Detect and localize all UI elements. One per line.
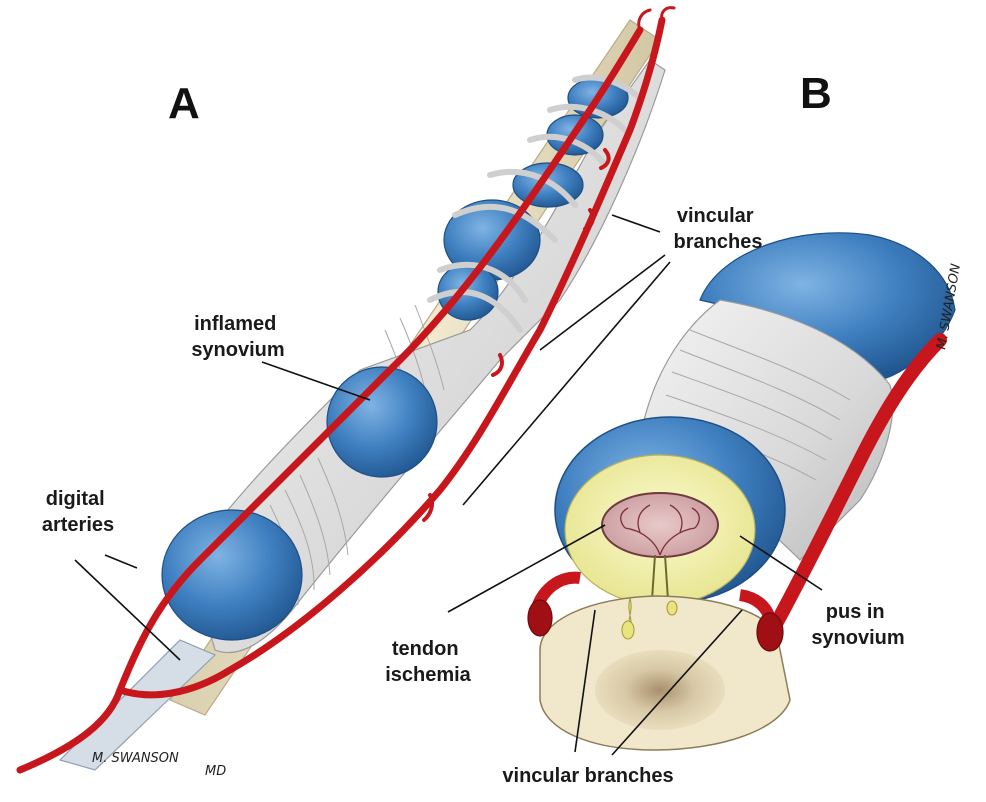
panel-label-b: B — [800, 69, 832, 118]
label-pus-line2: synovium — [811, 627, 904, 649]
panel-a-finger — [16, 6, 676, 774]
tendon-core — [601, 492, 719, 558]
label-digital-line2: arteries — [42, 514, 114, 536]
label-tendon-line1: tendon — [392, 638, 459, 660]
sheath-cylinder-folds — [659, 329, 851, 481]
artist-signature: M. SWANSON — [92, 751, 179, 766]
label-tendon-ischemia: tendon ischemia — [385, 638, 471, 686]
label-vincular-branches-bottom: vincular branches — [502, 765, 673, 787]
exposed-tendon — [58, 639, 217, 771]
label-digital-arteries: digital arteries — [42, 488, 114, 536]
right-digital-artery — [763, 333, 947, 642]
label-vincular-branches-top: vincular branches — [674, 205, 763, 253]
signature-name: M. SWANSON — [92, 751, 179, 766]
label-pus-in-synovium: pus in synovium — [811, 601, 904, 649]
label-pus-line1: pus in — [826, 601, 885, 623]
label-tendon-line2: ischemia — [385, 664, 471, 686]
mesotenon — [651, 554, 669, 601]
label-vincular-top-line1: vincular — [677, 205, 754, 227]
panel-b-cross-section — [527, 232, 956, 751]
signature-suffix: MD — [205, 764, 226, 779]
label-digital-line1: digital — [46, 488, 105, 510]
label-inflamed-line2: synovium — [191, 339, 284, 361]
label-inflamed-line1: inflamed — [194, 313, 276, 335]
label-inflamed-synovium: inflamed synovium — [191, 313, 284, 361]
bone-marrow — [595, 650, 725, 730]
leader-lines — [74, 214, 823, 756]
label-vincular-top-line2: branches — [674, 231, 763, 253]
panel-label-a: A — [168, 79, 200, 128]
ischemia-vessels — [620, 504, 700, 556]
cut-arteries — [527, 571, 784, 652]
artist-signature-suffix: MD — [205, 764, 226, 779]
pus-drips — [621, 596, 678, 640]
digital-arteries — [16, 6, 676, 774]
